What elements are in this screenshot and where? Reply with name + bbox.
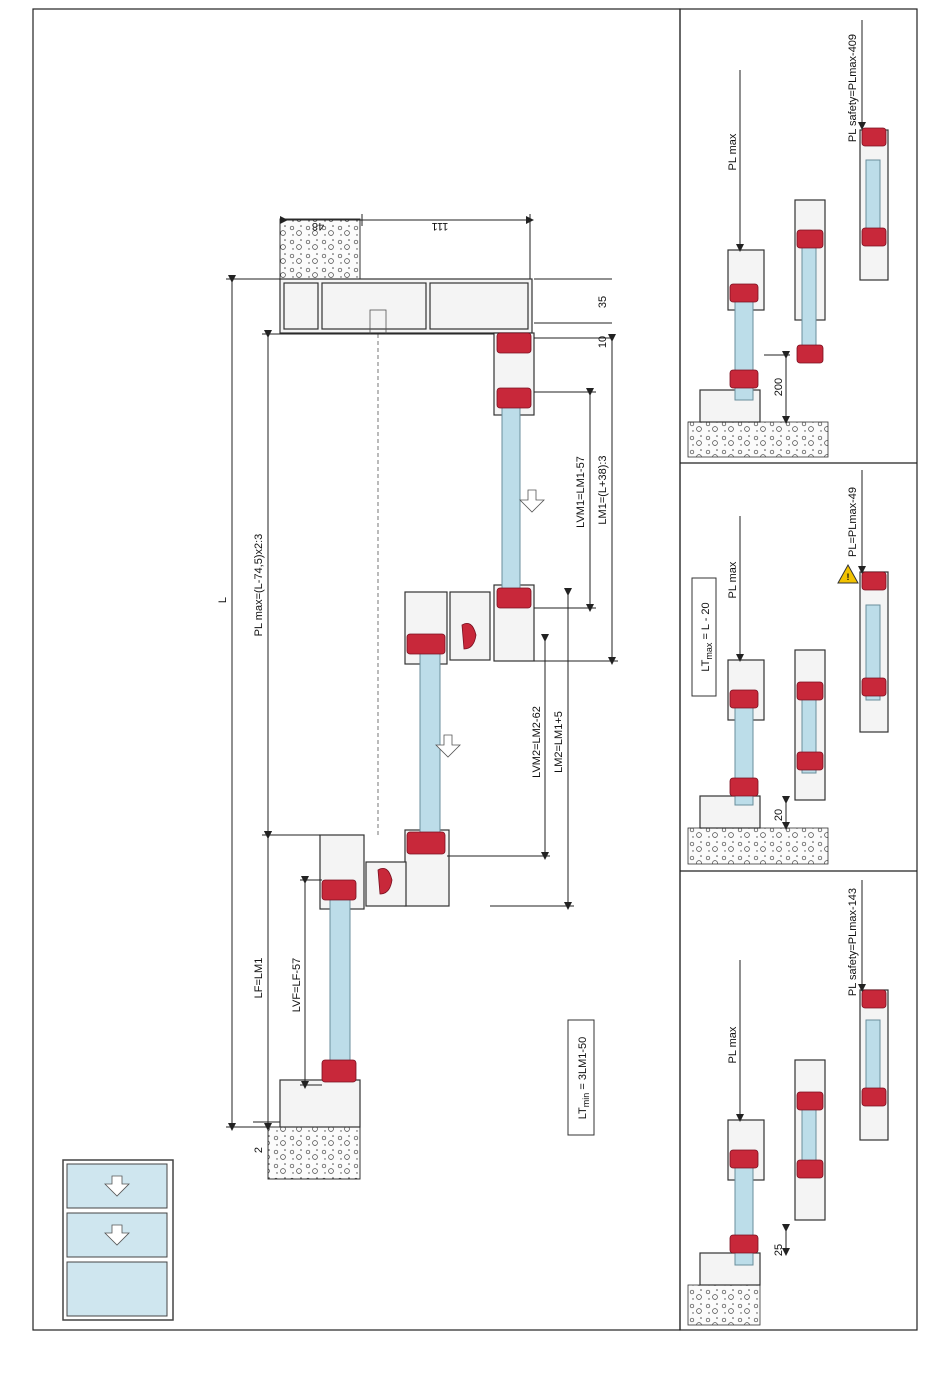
label-lvf: LVF=LF-57 xyxy=(291,958,303,1013)
side-panel-1: PL max PL safety=PLmax-409 200 xyxy=(688,20,888,457)
label-pl-max-formula: PL max=(L-74,5)x2:3 xyxy=(253,534,265,637)
label-lf: LF=LM1 xyxy=(253,958,265,999)
panel-1-safety: PL safety=PLmax-409 xyxy=(847,34,859,142)
window-icon xyxy=(63,1160,173,1320)
label-lvm1: LVM1=LM1-57 xyxy=(575,456,587,528)
label-dim-111: 111 xyxy=(432,220,449,232)
sash-middle xyxy=(366,592,490,906)
panel-3-gap: 25 xyxy=(773,1244,785,1256)
lt-max-label: LTmax = L - 20 xyxy=(700,602,714,671)
label-dim-48: 48 xyxy=(312,220,324,232)
header-profile xyxy=(280,279,532,334)
label-lm1: LM1=(L+38):3 xyxy=(597,455,609,524)
panel-3-pl-max: PL max xyxy=(727,1026,739,1063)
label-dim-35: 35 xyxy=(597,296,609,308)
side-panel-2: LTmax = L - 20 ! PL max PL=PLmax-49 20 xyxy=(688,470,888,864)
panel-2-gap: 20 xyxy=(773,809,785,821)
wall-bottom xyxy=(268,1127,360,1179)
panel-3-safety: PL safety=PLmax-143 xyxy=(847,888,859,996)
label-dim-10: 10 xyxy=(597,336,609,348)
panel-1-pl-max: PL max xyxy=(727,133,739,170)
panel-2-pl-max: PL max xyxy=(727,561,739,598)
label-dim-2: 2 xyxy=(253,1147,265,1153)
down-arrow-1 xyxy=(520,490,544,512)
label-lvm2: LVM2=LM2-62 xyxy=(531,706,543,778)
label-L: L xyxy=(217,597,229,603)
panel-2-safety: PL=PLmax-49 xyxy=(847,487,859,557)
warning-icon-mark: ! xyxy=(847,572,850,582)
side-panel-3: PL max PL safety=PLmax-143 25 xyxy=(688,880,888,1325)
panel-1-gap: 200 xyxy=(773,378,785,396)
label-lm2: LM2=LM1+5 xyxy=(553,711,565,773)
